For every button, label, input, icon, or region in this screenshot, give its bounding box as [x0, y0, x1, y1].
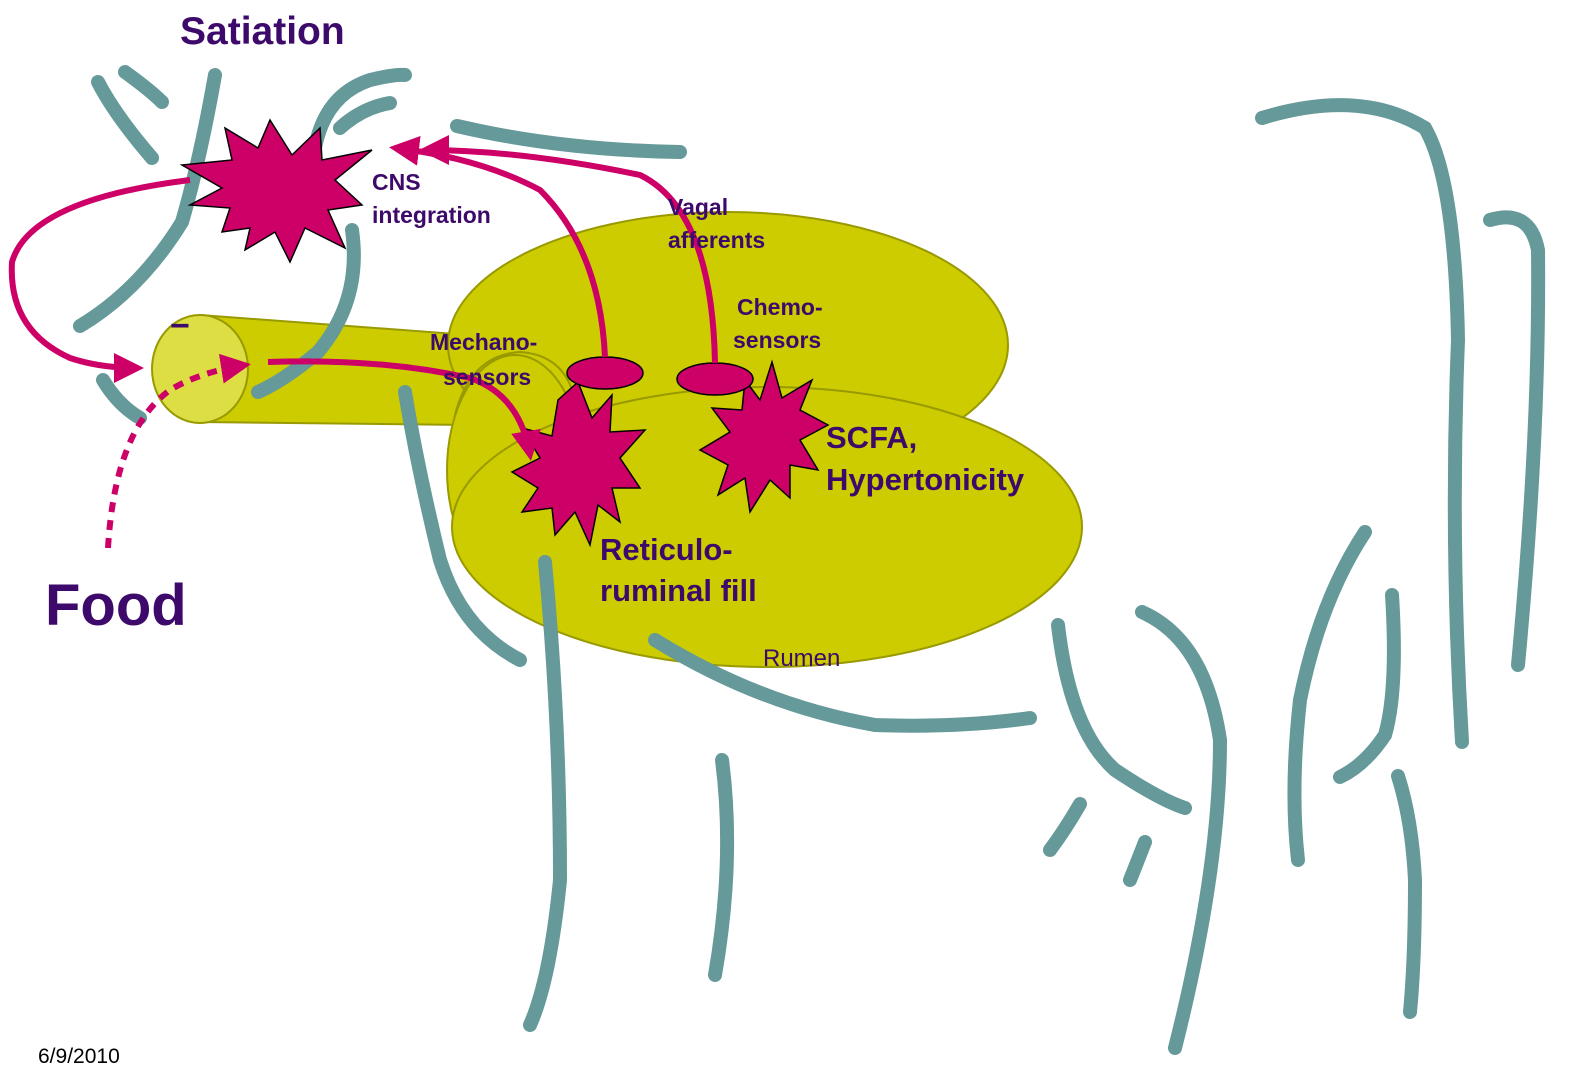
cns-label-line1: CNS	[372, 169, 421, 195]
chemosensors-label-line2: sensors	[733, 327, 821, 353]
satiation-label: Satiation	[180, 10, 345, 53]
reticulo-ruminal-fill-label-line2: ruminal fill	[600, 573, 757, 608]
vagal-label-line1: Vagal	[668, 194, 728, 220]
reticulo-ruminal-fill-label-line1: Reticulo-	[600, 532, 733, 567]
satiation-starburst	[182, 120, 372, 262]
date-footer: 6/9/2010	[38, 1045, 120, 1068]
vagal-label-line2: afferents	[668, 227, 765, 253]
inhibition-sign: −	[170, 307, 190, 345]
cns-label-line2: integration	[372, 202, 491, 228]
mechanosensors-label-line2: sensors	[443, 364, 531, 390]
scfa-label-line1: SCFA,	[826, 420, 917, 455]
rumen-label: Rumen	[763, 645, 840, 672]
mechanosensors-label-line1: Mechano-	[430, 329, 537, 355]
chemosensor-ellipse	[677, 363, 753, 395]
chemosensors-label-line1: Chemo-	[737, 294, 823, 320]
scfa-label-line2: Hypertonicity	[826, 462, 1025, 497]
mechanosensor-ellipse	[567, 357, 643, 389]
food-label: Food	[45, 573, 187, 638]
